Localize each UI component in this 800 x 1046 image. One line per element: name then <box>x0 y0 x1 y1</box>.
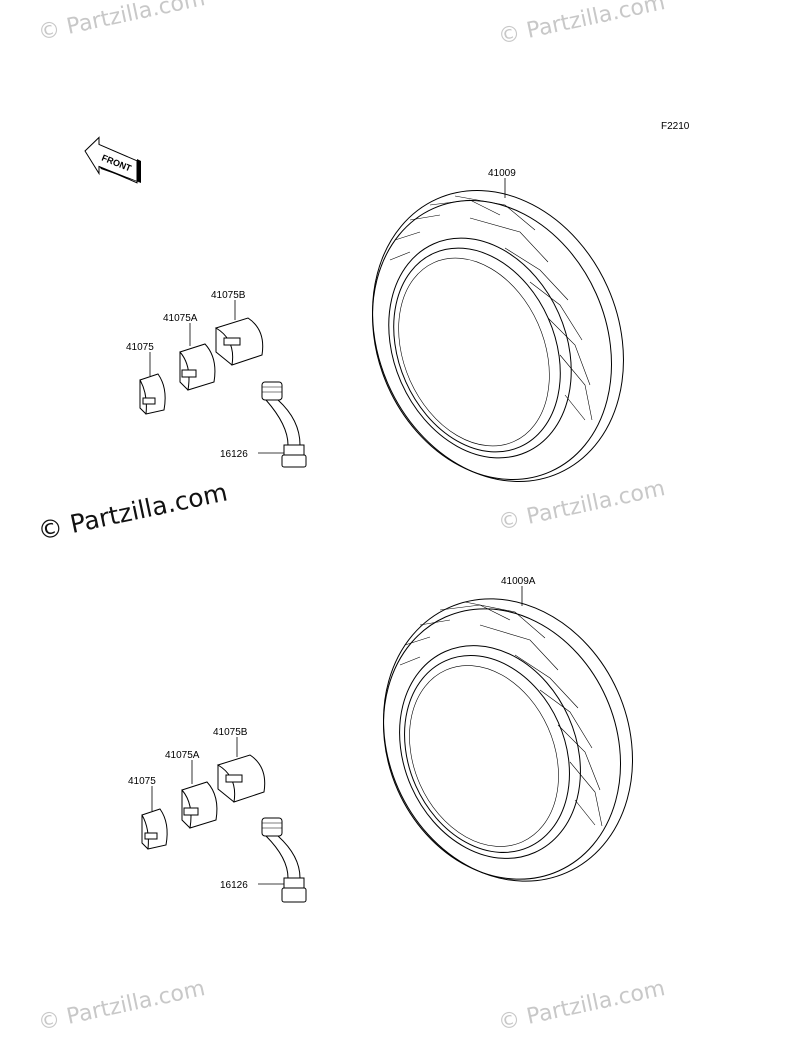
lower-tire-label: 41009A <box>501 576 536 587</box>
upper-weight-label-b: 41075B <box>211 290 246 301</box>
upper-weight-41075b: 41075B <box>211 290 264 366</box>
watermark-top-right: © Partzilla.com <box>496 0 667 50</box>
lower-tire-tread <box>399 601 603 827</box>
watermark-top-left: © Partzilla.com <box>36 0 207 46</box>
lower-weight-label-a: 41075A <box>165 750 200 761</box>
lower-valve-label: 16126 <box>220 880 248 891</box>
watermark-mid-right: © Partzilla.com <box>496 476 667 536</box>
watermark-main: © Partzilla.com <box>35 477 230 545</box>
lower-tire: 41009A <box>382 576 633 882</box>
upper-weight-41075: 41075 <box>126 342 166 415</box>
upper-tire: 41009 <box>372 168 624 482</box>
upper-valve-label: 16126 <box>220 449 248 460</box>
lower-valve-stem: 16126 <box>220 817 307 903</box>
lower-assembly: 41009A 41075B 41075A 41075 <box>128 576 633 903</box>
lower-weight-41075b: 41075B <box>213 727 266 803</box>
upper-weight-41075a: 41075A <box>163 313 216 391</box>
upper-tire-tread <box>389 195 593 421</box>
watermark-bottom-right: © Partzilla.com <box>496 976 667 1036</box>
watermarks: © Partzilla.com © Partzilla.com © Partzi… <box>35 0 667 1036</box>
upper-tire-label: 41009 <box>488 168 516 179</box>
upper-weight-label-a: 41075A <box>163 313 198 324</box>
upper-assembly: 41009 41075B 41075A 41075 <box>126 168 624 482</box>
lower-weight-label: 41075 <box>128 776 156 787</box>
front-arrow-icon: FRONT <box>84 136 141 184</box>
upper-valve-stem: 16126 <box>220 381 307 468</box>
watermark-bottom-left: © Partzilla.com <box>36 976 207 1036</box>
lower-weight-41075a: 41075A <box>165 750 218 829</box>
lower-weight-label-b: 41075B <box>213 727 248 738</box>
lower-weight-41075: 41075 <box>128 776 168 850</box>
figure-code: F2210 <box>661 121 690 132</box>
upper-weight-label: 41075 <box>126 342 154 353</box>
